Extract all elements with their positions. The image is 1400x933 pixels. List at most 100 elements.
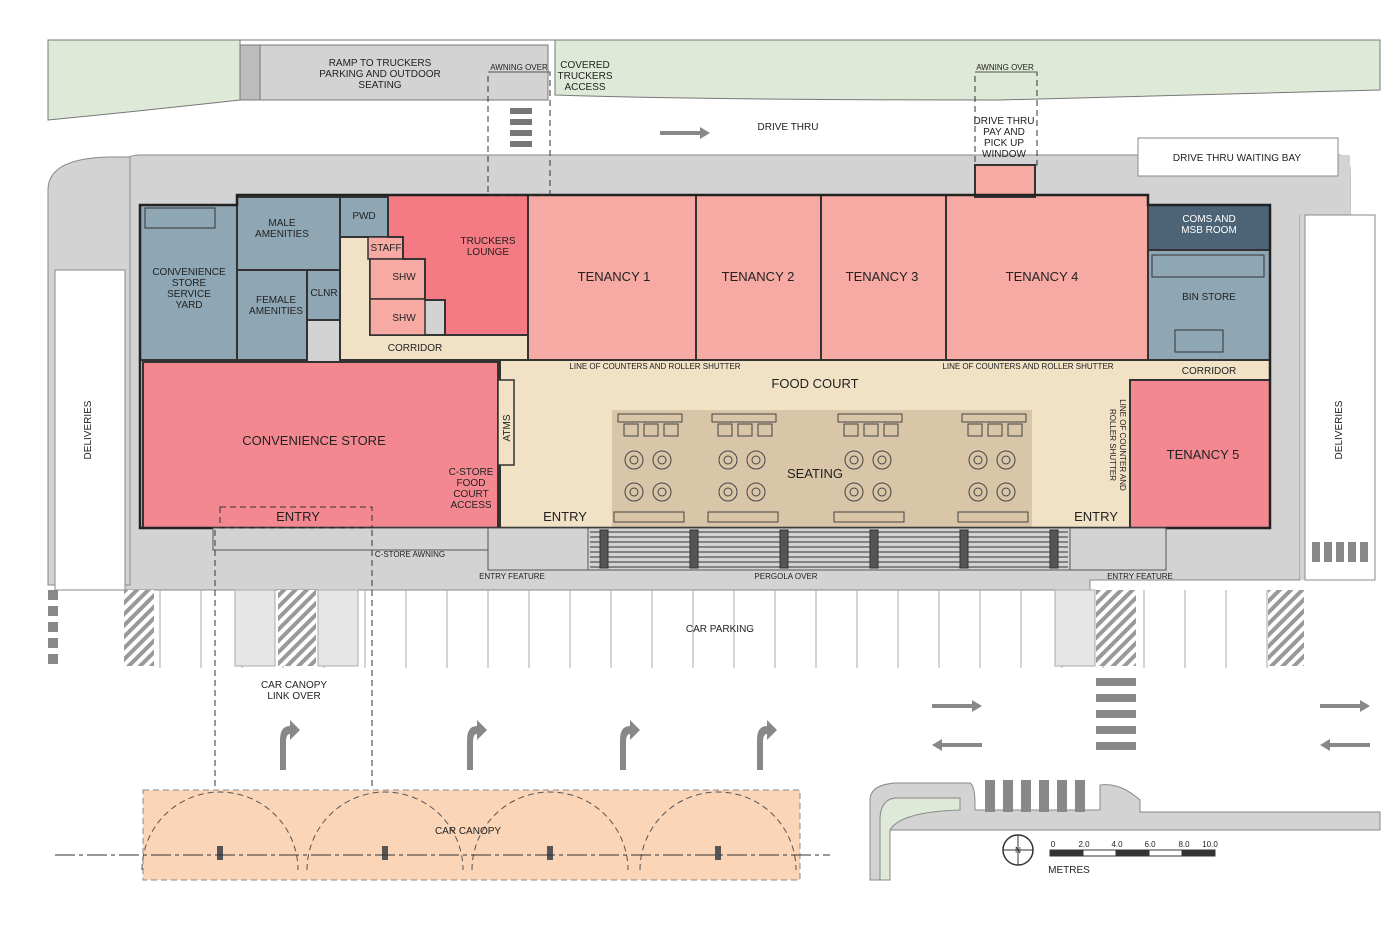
- stripe: [1360, 542, 1368, 562]
- grass-verge: [48, 39, 1381, 101]
- arrow-right: [1320, 700, 1370, 712]
- food-court-label: FOOD COURT: [771, 376, 858, 391]
- entry-feature-1-label: ENTRY FEATURE: [479, 572, 545, 581]
- north-needle: [1003, 835, 1033, 865]
- entry-feature-left: [487, 527, 589, 571]
- scale-segment: [1082, 849, 1117, 857]
- scale-segment: [1049, 849, 1084, 857]
- scale-tick-5: 10.0: [1202, 840, 1218, 849]
- dtw-line-4: WINDOW: [982, 149, 1026, 160]
- canopy-arc: [306, 791, 464, 871]
- scale-segment: [1148, 849, 1183, 857]
- grass-verge-left: [47, 39, 241, 121]
- stripe: [1021, 780, 1031, 812]
- stripe: [1348, 542, 1356, 562]
- arrow-right: [932, 700, 982, 712]
- canopy-column: [382, 846, 388, 860]
- counter-vertical-1: LINE OF COUNTER AND: [1118, 399, 1127, 491]
- table-round: [872, 482, 892, 502]
- chair: [877, 455, 887, 465]
- convenience-store[interactable]: [142, 361, 499, 529]
- chair: [629, 455, 639, 465]
- canopy-arc: [141, 791, 299, 871]
- canopy-arc: [471, 791, 629, 871]
- car-canopy: [142, 789, 801, 881]
- pergola-post: [959, 529, 969, 569]
- table-top: [1007, 423, 1023, 437]
- canopy-column: [715, 846, 721, 860]
- table-top: [757, 423, 773, 437]
- table-round: [652, 450, 672, 470]
- table-round: [624, 482, 644, 502]
- chair: [723, 455, 733, 465]
- turn-arrow: [467, 720, 487, 770]
- pergola-post: [1049, 529, 1059, 569]
- cstore-access-1: C-STORE: [449, 467, 494, 478]
- scale-segment: [1181, 849, 1216, 857]
- male-line-2: AMENITIES: [255, 229, 309, 240]
- table-round: [968, 482, 988, 502]
- crossing-stripe: [510, 130, 532, 136]
- table-top: [643, 423, 659, 437]
- pergola-post: [689, 529, 699, 569]
- table-round: [746, 450, 766, 470]
- awning-over-2: AWNING OVER: [976, 63, 1034, 72]
- waiting-bay: [1137, 137, 1339, 177]
- delivery-strip-right: [1304, 214, 1376, 581]
- stripe: [1312, 542, 1320, 562]
- chair: [849, 487, 859, 497]
- table-round: [746, 482, 766, 502]
- stripe: [48, 590, 58, 600]
- scale-tick-3: 6.0: [1144, 840, 1156, 849]
- crossing-stripe: [510, 108, 532, 114]
- car-parking-label: CAR PARKING: [686, 624, 754, 635]
- counter-bar: [617, 413, 683, 423]
- hatch-bay-right: [1268, 590, 1304, 666]
- canopy-arc: [639, 791, 797, 871]
- bench: [833, 511, 905, 523]
- corridor-right-label: CORRIDOR: [1182, 366, 1236, 377]
- chair: [629, 487, 639, 497]
- dtw-line-1: DRIVE THRU: [974, 116, 1035, 127]
- crossing-stripe: [510, 119, 532, 125]
- counters-label-2: LINE OF COUNTERS AND ROLLER SHUTTER: [942, 362, 1113, 371]
- bench: [613, 511, 685, 523]
- ramp-line-3: SEATING: [358, 80, 401, 91]
- stripe: [48, 606, 58, 616]
- text-labels: RAMP TO TRUCKERS PARKING AND OUTDOOR SEA…: [83, 58, 1345, 876]
- pergola-post: [779, 529, 789, 569]
- seating-area: [612, 410, 1032, 528]
- cstore-access-2: FOOD: [457, 478, 486, 489]
- covered-line-1: COVERED: [560, 60, 609, 71]
- chair: [973, 487, 983, 497]
- chair: [1001, 455, 1011, 465]
- cstore-access-4: ACCESS: [450, 500, 491, 511]
- cstore-awning: [212, 527, 489, 551]
- stripe: [1075, 780, 1085, 812]
- covered-line-2: TRUCKERS: [557, 71, 612, 82]
- arrow-left: [1320, 739, 1370, 751]
- bench: [957, 511, 1029, 523]
- tenancy-5[interactable]: [1129, 379, 1271, 529]
- deliveries-left-label: DELIVERIES: [83, 400, 94, 459]
- delivery-strip-left: [54, 269, 126, 591]
- pergola-post: [869, 529, 879, 569]
- atm-strip: [497, 379, 515, 466]
- scale-bar: [1049, 849, 1216, 857]
- table-top: [967, 423, 983, 437]
- canopy-arcs: [141, 791, 797, 871]
- chair: [657, 487, 667, 497]
- ramp-post: [239, 44, 261, 101]
- pwd-label: PWD: [352, 211, 375, 222]
- chair: [657, 455, 667, 465]
- yard-line-2: STORE: [172, 278, 207, 289]
- arrow-left: [932, 739, 982, 751]
- service-yard: [139, 204, 238, 361]
- ramp-line-2: PARKING AND OUTDOOR: [319, 69, 441, 80]
- cstore-access-3: COURT: [453, 489, 488, 500]
- cstore-awning-label: C-STORE AWNING: [375, 550, 445, 559]
- bin-store: [1147, 249, 1271, 361]
- entry-dashed-store: [219, 506, 373, 529]
- table-top: [623, 423, 639, 437]
- hatch-bay-2: [1096, 590, 1136, 666]
